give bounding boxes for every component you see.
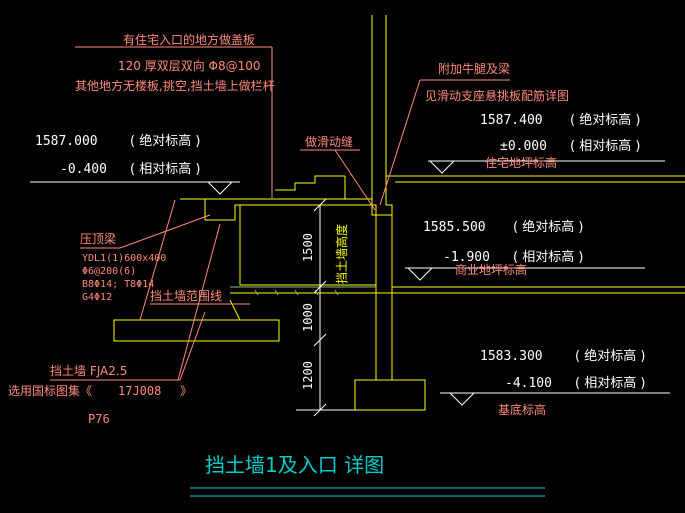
elev-res-triangle [429, 160, 455, 174]
beam-spec-1: YDL1(1)600x400 [82, 253, 166, 264]
wall-toe [229, 299, 241, 321]
atlas-ref-code: 17J008 [118, 384, 161, 398]
leader-boundary-1 [139, 199, 176, 321]
elev-left-triangle [207, 181, 233, 195]
left-abs-label: ( 绝对标高 ) [130, 133, 200, 149]
dim-1000: 1000 [301, 303, 315, 332]
crown-beam-label: 压顶梁 [80, 231, 116, 246]
ground-hatch-5 [334, 289, 339, 296]
atlas-ref-prefix: 选用国标图集《 [8, 383, 92, 398]
res-abs-label: ( 绝对标高 ) [570, 112, 640, 128]
elev-com-triangle [407, 267, 433, 281]
steps [275, 175, 345, 191]
com-abs-elev: 1585.500 [423, 220, 486, 235]
beam-spec-3: B8Φ14; T8Φ14 [82, 279, 154, 290]
res-rel-label: ( 相对标高 ) [570, 138, 640, 154]
leader-beam [119, 214, 211, 249]
dim-1500: 1500 [301, 233, 315, 262]
found-rel-label: ( 相对标高 ) [575, 375, 645, 391]
corbel [371, 200, 393, 216]
leader-boundary-2 [177, 223, 221, 381]
ground-hatch-3 [294, 289, 299, 296]
beam-spec-4: G4Φ12 [82, 292, 112, 303]
found-abs-label: ( 绝对标高 ) [575, 348, 645, 364]
left-abs-elev: 1587.000 [35, 134, 98, 149]
retaining-wall-body [239, 204, 377, 286]
left-rel-label: ( 相对标高 ) [130, 161, 200, 177]
foundation-elev-name: 基底标高 [498, 402, 546, 417]
res-rel-elev: ±0.000 [500, 139, 547, 154]
dimension-chain [296, 198, 355, 417]
com-rel-elev: -1.900 [443, 250, 490, 265]
crown-beam [204, 199, 372, 221]
page-ref: P76 [88, 412, 110, 426]
wall-height-label: 挡土墙高度 [334, 224, 349, 284]
ground-hatch-2 [274, 289, 279, 296]
res-abs-elev: 1587.400 [480, 113, 543, 128]
wall-boundary-label: 挡土墙范围线 [150, 289, 222, 303]
sliding-joint-note: 做滑动缝 [305, 134, 353, 149]
wall-footing [113, 319, 280, 342]
corbel-note-2: 见滑动支座悬挑板配筋详图 [425, 88, 569, 103]
ground-line [230, 286, 376, 296]
corbel-note-1: 附加牛腿及梁 [438, 61, 510, 76]
ground-hatch-1 [254, 289, 259, 296]
drawing-title: 挡土墙1及入口 详图 [205, 453, 384, 477]
wall-type-label: 挡土墙 FJA2.5 [50, 364, 127, 378]
dim-tick-3 [313, 333, 327, 347]
com-abs-label: ( 绝对标高 ) [513, 219, 583, 235]
found-abs-elev: 1583.300 [480, 349, 543, 364]
footing [354, 379, 426, 411]
left-rel-elev: -0.400 [60, 162, 107, 177]
commercial-elev-name: 商业地坪标高 [455, 262, 527, 277]
leader-corbel [379, 79, 421, 206]
dim-tick-2 [313, 280, 327, 294]
slab-spec: 120 厚双层双向 Φ8@100 [118, 58, 261, 73]
elevation-markers [30, 160, 670, 406]
com-rel-label: ( 相对标高 ) [513, 249, 583, 265]
dim-tick-1 [313, 198, 327, 212]
elev-found-triangle [449, 392, 475, 406]
beam-spec-2: Φ6@200(6) [82, 266, 136, 277]
leader-slide [334, 149, 376, 211]
leader-wall [179, 311, 206, 381]
leaders [50, 46, 510, 381]
entrance-floor-note: 有住宅入口的地方做盖板 [123, 32, 255, 47]
title-underline [190, 487, 545, 497]
atlas-ref-suffix: 》 [180, 384, 192, 398]
residential-elev-name: 住宅地坪标高 [485, 155, 557, 170]
structure [113, 15, 685, 411]
found-rel-elev: -4.100 [505, 376, 552, 391]
dim-1200: 1200 [301, 361, 315, 390]
other-note: 其他地方无楼板,挑空,挡土墙上做栏杆 [75, 78, 275, 93]
